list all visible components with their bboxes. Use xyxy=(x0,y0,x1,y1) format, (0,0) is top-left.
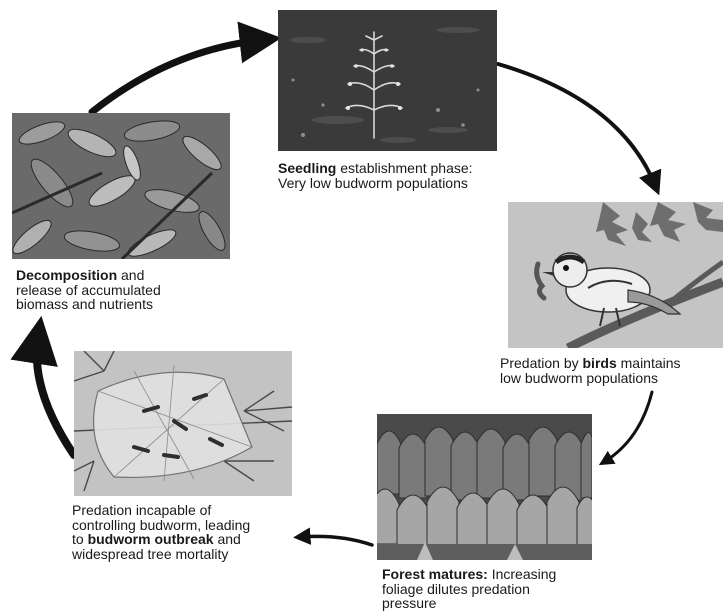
birds-caption-line-1: Predation by birds maintains xyxy=(500,356,681,371)
seedling-caption-line-2: Very low budworm populations xyxy=(278,176,473,191)
decomposition-panel xyxy=(12,113,230,259)
outbreak-caption: Predation incapable of controlling budwo… xyxy=(72,503,250,561)
birds-panel xyxy=(508,202,723,348)
outbreak-caption-line-4: widespread tree mortality xyxy=(72,547,250,562)
budworm-web-icon xyxy=(74,351,292,496)
seedling-icon xyxy=(278,10,497,151)
forest-caption: Forest matures: Increasing foliage dilut… xyxy=(382,567,556,611)
seedling-panel xyxy=(278,10,497,151)
arrow-birds-to-forest xyxy=(604,392,652,462)
birds-caption-line-2: low budworm populations xyxy=(500,371,681,386)
mature-forest-icon xyxy=(377,414,592,560)
forest-panel xyxy=(377,414,592,560)
seedling-caption-line-1: Seedling establishment phase: xyxy=(278,161,473,176)
arrow-forest-to-outbreak xyxy=(300,536,372,545)
outbreak-caption-line-2: controlling budworm, leading xyxy=(72,518,250,533)
arrow-seedling-to-birds xyxy=(498,64,655,185)
decomposition-caption-line-2: release of accumulated xyxy=(16,283,161,298)
forest-caption-line-1: Forest matures: Increasing xyxy=(382,567,556,582)
decomposition-caption-line-3: biomass and nutrients xyxy=(16,297,161,312)
birds-caption: Predation by birds maintains low budworm… xyxy=(500,356,681,385)
seedling-caption: Seedling establishment phase: Very low b… xyxy=(278,161,473,190)
arrow-outbreak-to-decomposition xyxy=(37,338,74,455)
decomposition-caption: Decomposition and release of accumulated… xyxy=(16,268,161,312)
outbreak-panel xyxy=(74,351,292,496)
forest-caption-line-2: foliage dilutes predation xyxy=(382,582,556,597)
bird-eating-budworm-icon xyxy=(508,202,723,348)
outbreak-caption-line-1: Predation incapable of xyxy=(72,503,250,518)
decomposition-caption-line-1: Decomposition and xyxy=(16,268,161,283)
leaf-litter-icon xyxy=(12,113,230,259)
forest-caption-line-3: pressure xyxy=(382,596,556,611)
outbreak-caption-line-3: to budworm outbreak and xyxy=(72,532,250,547)
arrow-decomposition-to-seedling xyxy=(92,40,262,112)
